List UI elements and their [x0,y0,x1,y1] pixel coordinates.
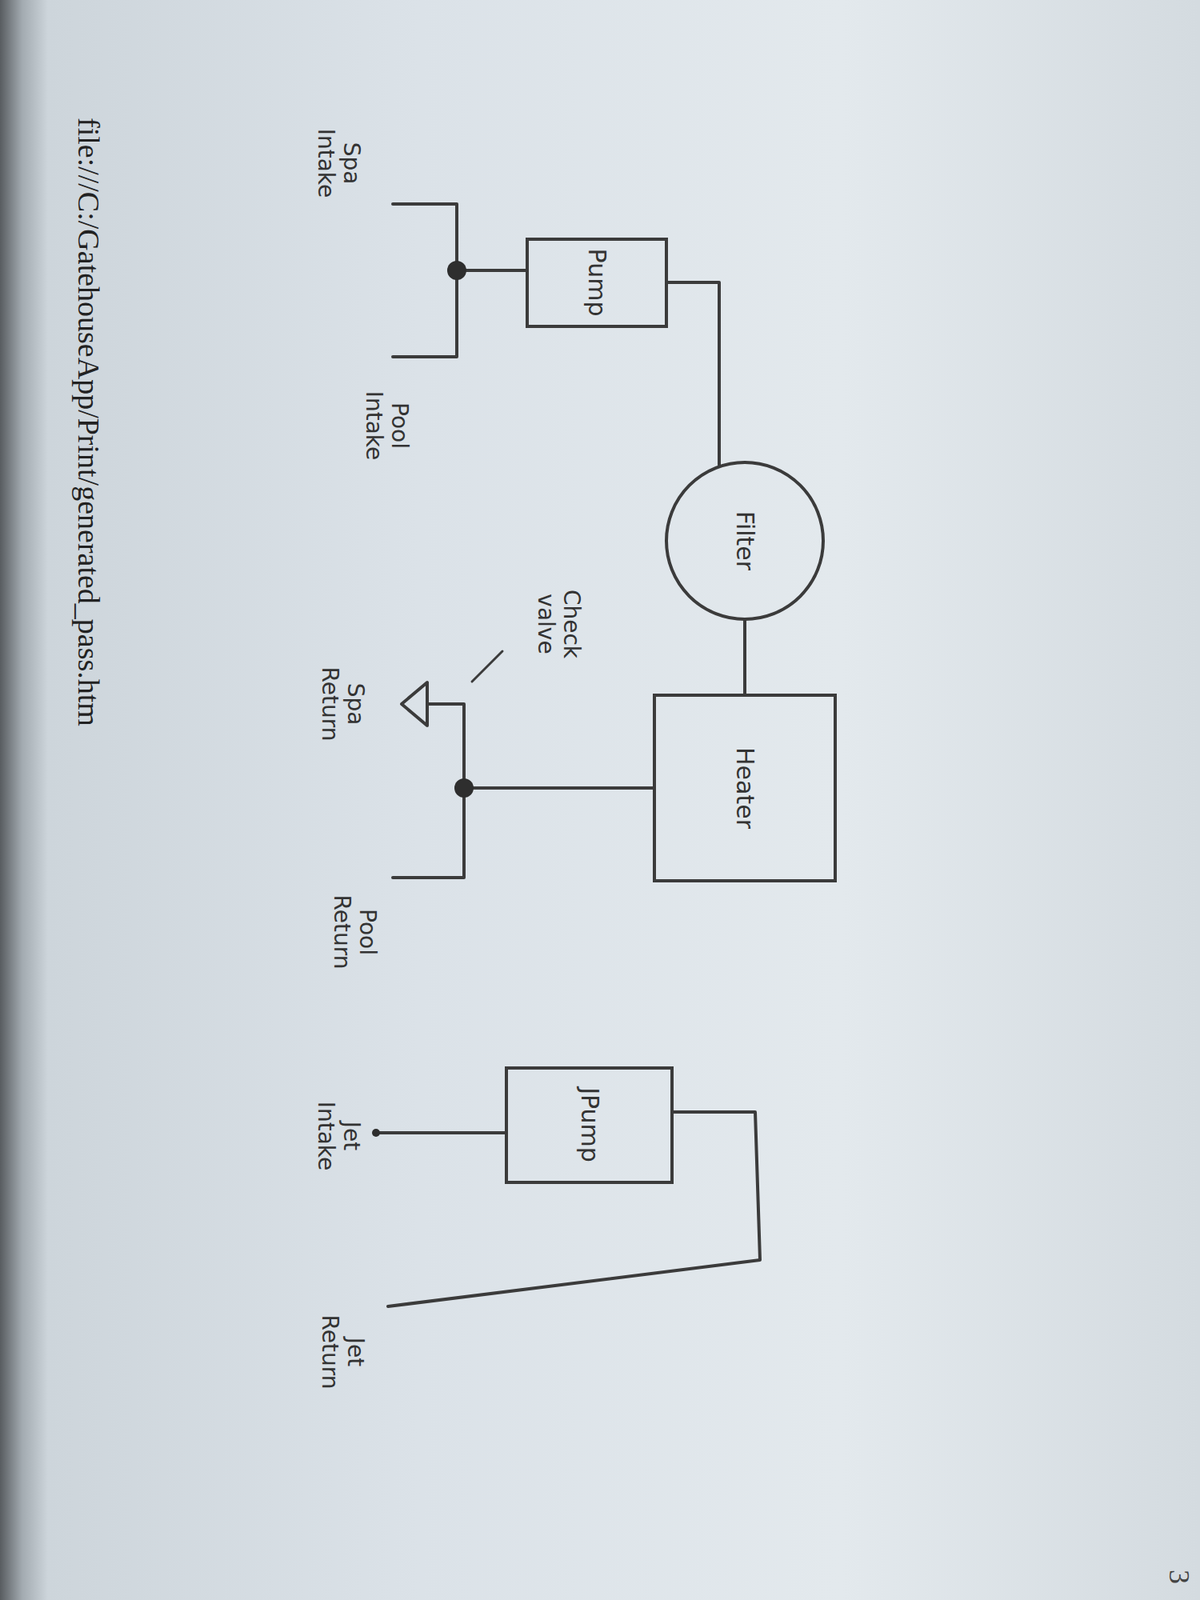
return-manifold [392,704,464,878]
circle-outline [666,462,824,620]
heater-box: Heater [652,693,837,883]
pipe-label: Jet Return [316,1300,368,1404]
node-label: JPump [576,1087,604,1163]
leader-line [472,651,503,682]
node-text-group: Pump [583,248,612,317]
filter-circle: Filter [664,460,825,621]
file-path: file:///C:/GatehouseApp/Print/generated_… [70,117,106,727]
node-text-group: Heater [731,747,760,829]
pipe-label: Spa Return [316,652,368,756]
jet-intake-pipe [376,1131,505,1135]
node-text-group: Filter [731,511,760,571]
intake-manifold [392,204,457,357]
pipe-connector [743,620,747,694]
node-label: Pump [583,248,612,317]
pump-suction-pipe [456,268,526,272]
page-number: 3 [1162,1569,1196,1584]
pipe-label: Pool Return [328,876,380,988]
junction-dot [447,260,467,280]
jet-return-pipe [388,1112,760,1307]
node-text-group: JPump [576,1087,604,1163]
pipe-label: Spa Intake [312,111,364,216]
jet-pump-box: JPump [505,1066,675,1184]
heater-outlet-pipe [464,786,653,790]
pipe-end-dot [372,1128,380,1137]
junction-dot [454,778,474,798]
check-valve-symbol [401,682,428,726]
pipe-label: Pool Intake [360,373,412,478]
check-valve-label: Check valve [532,564,584,684]
pipe-connector [668,282,720,465]
pipe-label: Jet Intake [312,1084,364,1188]
node-label: Heater [731,747,760,829]
pump-box: Pump [525,237,668,328]
node-label: Filter [731,511,760,571]
